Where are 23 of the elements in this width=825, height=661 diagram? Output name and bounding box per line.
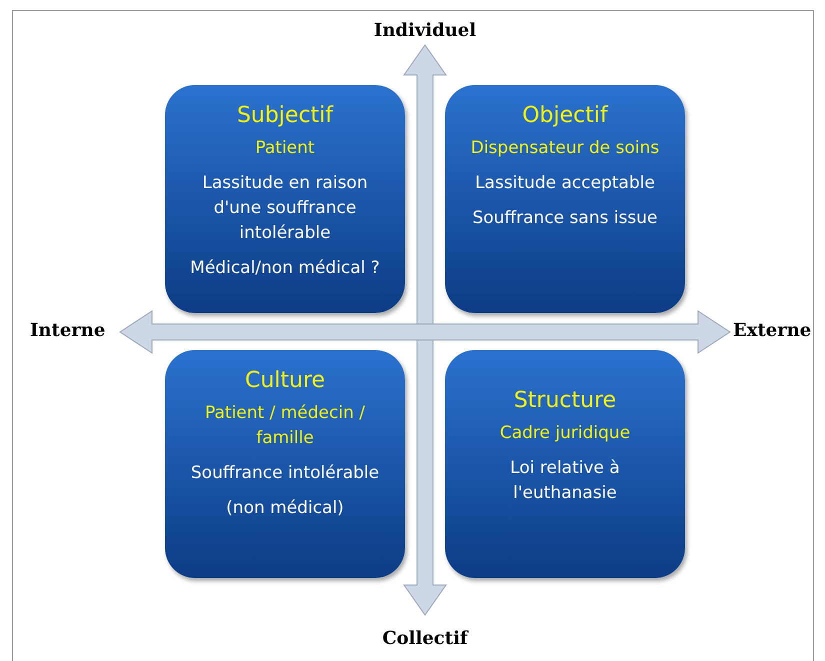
box-title: Objectif [521,103,610,128]
quadrant-box [165,350,405,578]
box-text: Loi relative à l'euthanasie [509,457,621,505]
axis-label: Externe [733,320,812,341]
axis-label: Individuel [374,20,476,41]
box-subtitle: Patient [254,137,316,160]
box-subtitle: Cadre juridique [498,422,632,445]
box-title: Culture [244,368,326,393]
box-title: Subjectif [236,103,334,128]
box-text: (non médical) [225,497,345,520]
box-title: Structure [512,388,618,413]
box-text: Souffrance sans issue [471,207,659,230]
quadrant-box [445,85,685,313]
box-subtitle: Dispensateur de soins [470,137,660,160]
quadrant-box [165,85,405,313]
box-text: Médical/non médical ? [189,257,381,280]
axis-label: Interne [30,320,106,341]
axis-label: Collectif [382,628,468,649]
quadrant-box [445,350,685,578]
box-text: Lassitude en raison d'une souffrance intolérable [201,172,369,245]
box-text: Souffrance intolérable [190,462,380,485]
box-text: Lassitude acceptable [474,172,656,195]
box-subtitle: Patient / médecin / famille [204,402,366,450]
